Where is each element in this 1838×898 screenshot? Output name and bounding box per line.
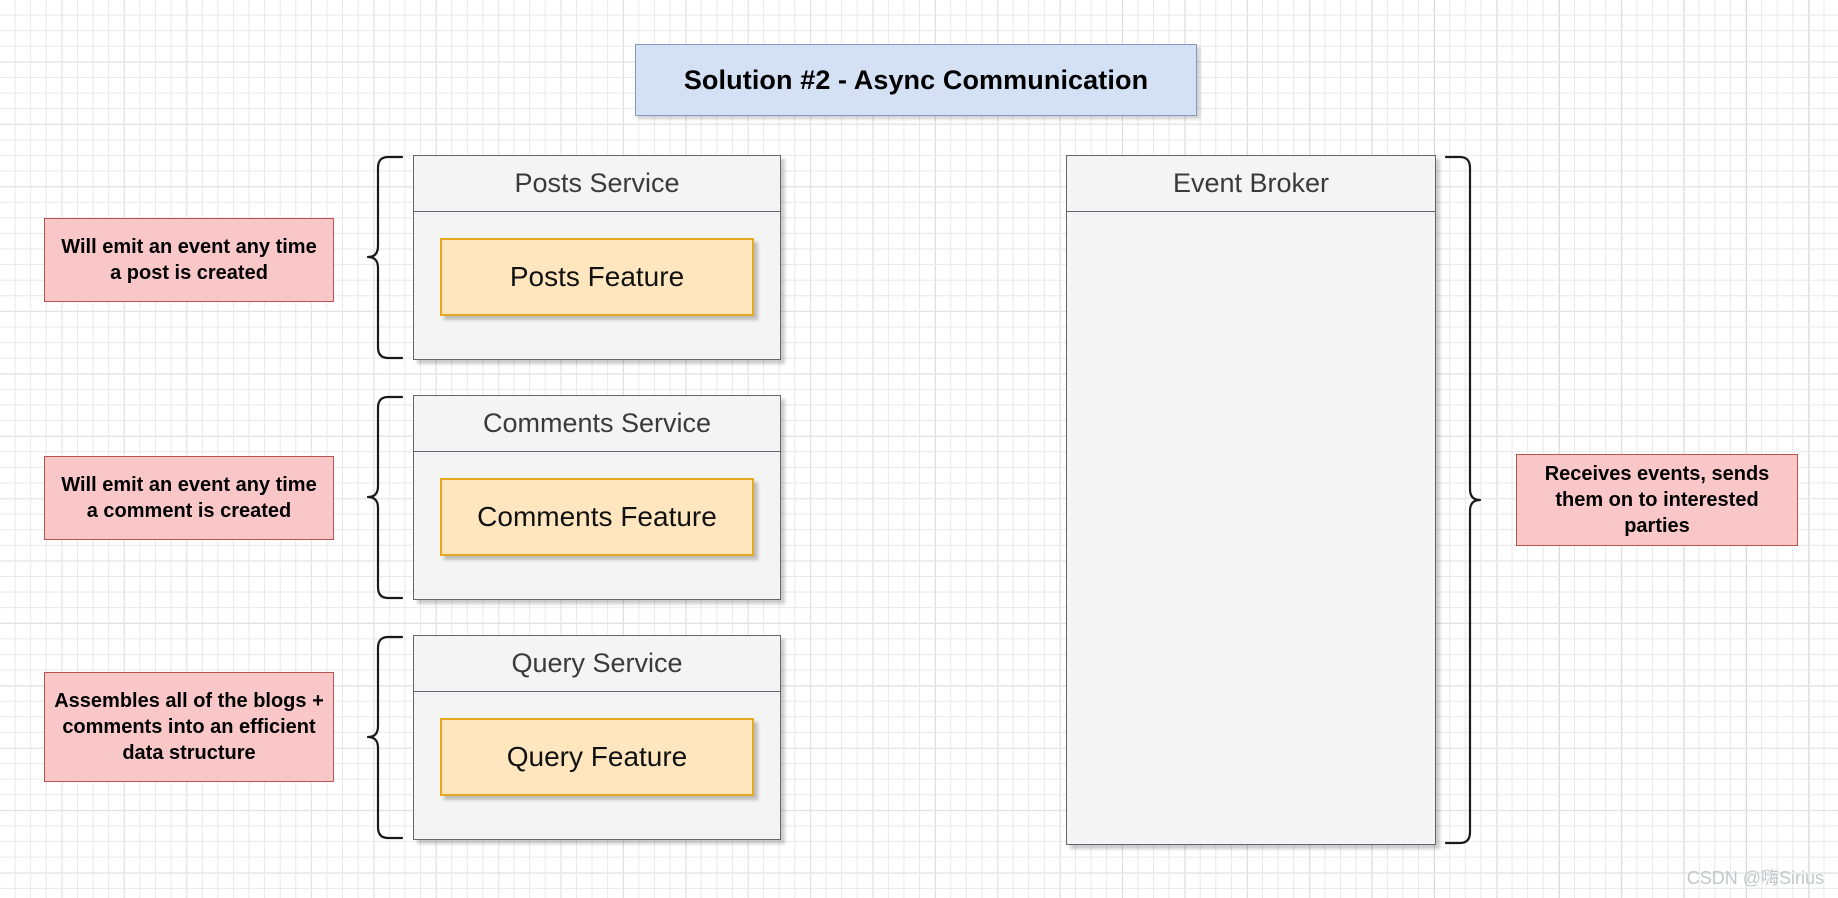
note-text-broker: Receives events, sends them on to intere… [1544, 463, 1770, 537]
service-body-comments: Comments Feature [414, 452, 780, 599]
note-text-query: Assembles all of the blogs + comments in… [54, 690, 324, 764]
feature-box-posts[interactable]: Posts Feature [440, 238, 754, 316]
feature-label-comments: Comments Feature [477, 501, 717, 532]
service-title-posts: Posts Service [514, 168, 680, 198]
service-header-posts: Posts Service [414, 156, 780, 212]
feature-box-comments[interactable]: Comments Feature [440, 478, 754, 556]
broker-body [1067, 212, 1435, 844]
service-card-posts[interactable]: Posts Service Posts Feature [413, 155, 781, 360]
broker-card[interactable]: Event Broker [1066, 155, 1436, 845]
diagram-title-box: Solution #2 - Async Communication [635, 44, 1197, 116]
service-body-posts: Posts Feature [414, 212, 780, 359]
brace-comments [366, 395, 404, 600]
note-posts: Will emit an event any time a post is cr… [44, 218, 334, 302]
feature-label-posts: Posts Feature [509, 261, 685, 292]
service-body-query: Query Feature [414, 692, 780, 839]
broker-title: Event Broker [1172, 168, 1330, 198]
note-comments: Will emit an event any time a comment is… [44, 456, 334, 540]
note-text-posts: Will emit an event any time a post is cr… [61, 236, 317, 284]
brace-posts [366, 155, 404, 360]
service-header-query: Query Service [414, 636, 780, 692]
brace-broker [1444, 155, 1482, 845]
note-query: Assembles all of the blogs + comments in… [44, 672, 334, 782]
service-card-query[interactable]: Query Service Query Feature [413, 635, 781, 840]
service-header-comments: Comments Service [414, 396, 780, 452]
note-broker: Receives events, sends them on to intere… [1516, 454, 1798, 546]
service-title-comments: Comments Service [482, 408, 712, 438]
feature-label-query: Query Feature [506, 741, 688, 772]
service-card-comments[interactable]: Comments Service Comments Feature [413, 395, 781, 600]
note-text-comments: Will emit an event any time a comment is… [61, 474, 317, 522]
feature-box-query[interactable]: Query Feature [440, 718, 754, 796]
broker-header: Event Broker [1067, 156, 1435, 212]
service-title-query: Query Service [511, 648, 683, 678]
watermark: CSDN @嗨Sirius [1686, 868, 1824, 888]
brace-query [366, 635, 404, 840]
page-title: Solution #2 - Async Communication [683, 64, 1149, 95]
